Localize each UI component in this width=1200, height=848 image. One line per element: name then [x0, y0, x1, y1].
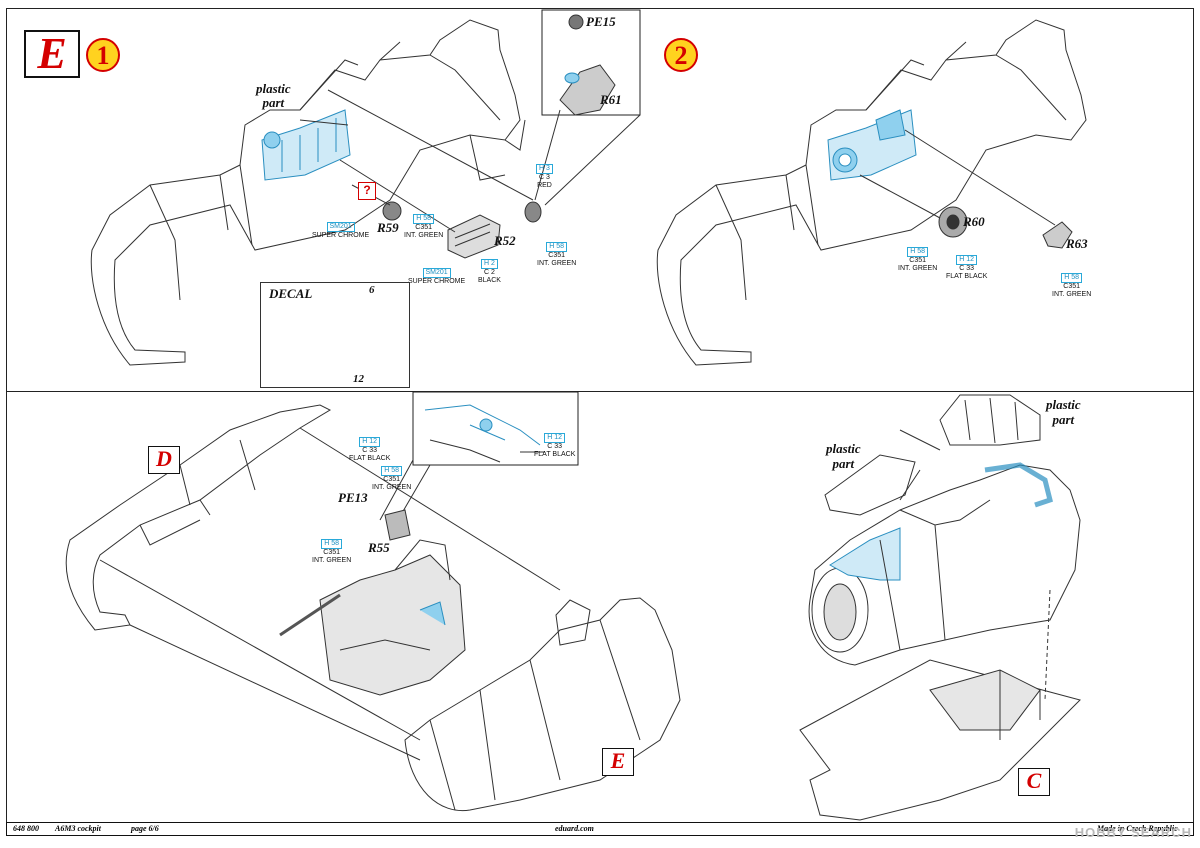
paint-code: H 12 [359, 437, 381, 447]
paint-callout-h2: H 2 C 2 BLACK [478, 259, 501, 285]
paint-name: FLAT BLACK [946, 273, 988, 280]
paint-callout-r63-green: H 58 C351 INT. GREEN [1052, 273, 1091, 299]
paint-code-alt: C351 [548, 252, 566, 259]
paint-callout-step3-black: H 12 C 33 FLAT BLACK [349, 437, 390, 463]
footer-model: A6M3 cockpit [55, 824, 101, 833]
plastic-label-line2: part [1052, 412, 1075, 427]
paint-callout-r60-green: H 58 C351 INT. GREEN [898, 247, 937, 273]
paint-code-alt: C 33 [362, 447, 378, 454]
step-number-two: 2 [664, 38, 698, 72]
paint-callout-r52-chrome: SM201 SUPER CHROME [408, 268, 465, 286]
section-label-c: C [1018, 768, 1050, 796]
paint-code: H 58 [546, 242, 568, 252]
paint-code-alt: C351 [383, 476, 401, 483]
paint-callout-step3-green-b: H 58 C351 INT. GREEN [312, 539, 351, 565]
paint-name: SUPER CHROME [312, 232, 370, 239]
part-label-r55: R55 [368, 540, 390, 555]
footer-made-in: Made in Czech Republic [1097, 824, 1178, 833]
plastic-label-line2: part [262, 95, 285, 110]
paint-code: H 2 [481, 259, 498, 269]
section-label-d: D [148, 446, 180, 474]
paint-callout-r52-green: H 58 C351 INT. GREEN [404, 214, 443, 240]
paint-code: H 58 [381, 466, 403, 476]
footer-code: 648 800 [13, 824, 39, 833]
paint-code-alt: C351 [1063, 283, 1081, 290]
paint-code: H 58 [413, 214, 435, 224]
part-label-pe15: PE15 [586, 14, 616, 29]
paint-callout-r60-black: H 12 C 33 FLAT BLACK [946, 255, 987, 281]
watermark-text: HOBBY SEARCH [1074, 825, 1192, 840]
paint-name: INT. GREEN [312, 557, 352, 564]
paint-name: RED [537, 182, 552, 189]
plastic-label-line2: part [832, 456, 855, 471]
paint-name: FLAT BLACK [349, 455, 391, 462]
paint-callout-inset-black: H 12 C 33 FLAT BLACK [534, 433, 575, 459]
paint-name: INT. GREEN [1052, 291, 1092, 298]
paint-code: H 58 [321, 539, 343, 549]
paint-name: FLAT BLACK [534, 451, 576, 458]
decal-number-top: 6 [369, 284, 375, 296]
step2-fuselage-outline [656, 19, 1087, 366]
paint-code-alt: C351 [415, 224, 433, 231]
section-label-e-bottom: E [602, 748, 634, 776]
plastic-label-line1: plastic [256, 81, 291, 96]
floor-part [799, 659, 1081, 821]
paint-name: BLACK [478, 277, 501, 284]
paint-code: H 12 [956, 255, 978, 265]
step-number-one: 1 [86, 38, 120, 72]
paint-callout-r59: SM201 SUPER CHROME [312, 222, 369, 240]
paint-name: INT. GREEN [404, 232, 444, 239]
paint-code: H 12 [544, 433, 566, 443]
section-label-e: E [24, 30, 80, 78]
plastic-label-line1: plastic [1046, 397, 1081, 412]
step3-rear-fuselage [404, 597, 681, 812]
plastic-part-label-step4-right: plastic part [1046, 397, 1081, 427]
paint-callout-h3: H 3 C 3 RED [536, 164, 553, 190]
part-label-r60: R60 [963, 214, 985, 229]
paint-code: H 3 [536, 164, 553, 174]
plastic-part-label-step4-left: plastic part [826, 441, 861, 471]
plastic-coaming-part [824, 454, 916, 516]
paint-code: SM201 [422, 268, 451, 278]
paint-name: SUPER CHROME [408, 278, 466, 285]
paint-code-alt: C351 [909, 257, 927, 264]
part-label-r61: R61 [600, 92, 622, 107]
decal-number-bottom: 12 [353, 373, 364, 385]
paint-code-alt: C 33 [959, 265, 975, 272]
paint-code-alt: C 33 [547, 443, 563, 450]
paint-callout-r61-green: H 58 C351 INT. GREEN [537, 242, 576, 268]
paint-code: SM201 [326, 222, 355, 232]
paint-code-alt: C351 [323, 549, 341, 556]
step1-fuselage-outline [90, 19, 521, 366]
part-label-r63: R63 [1066, 236, 1088, 251]
part-label-r52: R52 [494, 233, 516, 248]
plastic-label-line1: plastic [826, 441, 861, 456]
decal-title: DECAL [269, 286, 313, 301]
paint-code: H 58 [1061, 273, 1083, 283]
footer-bar: 648 800 A6M3 cockpit page 6/6 eduard.com… [6, 822, 1194, 836]
part-label-pe13: PE13 [338, 490, 368, 505]
paint-name: INT. GREEN [372, 484, 412, 491]
paint-code-alt: C 2 [484, 269, 495, 276]
paint-name: INT. GREEN [898, 265, 938, 272]
question-mark-badge: ? [358, 182, 376, 200]
paint-callout-step3-green-a: H 58 C351 INT. GREEN [372, 466, 411, 492]
part-label-r59: R59 [377, 220, 399, 235]
paint-name: INT. GREEN [537, 260, 577, 267]
paint-code: H 58 [907, 247, 929, 257]
paint-code-alt: C 3 [539, 174, 550, 181]
decal-box: DECAL 6 12 [260, 282, 410, 388]
footer-page: page 6/6 [131, 824, 159, 833]
footer-website: eduard.com [555, 824, 594, 833]
plastic-part-label-step1: plastic part [256, 82, 291, 110]
step3-fuselage-outline [65, 404, 332, 631]
